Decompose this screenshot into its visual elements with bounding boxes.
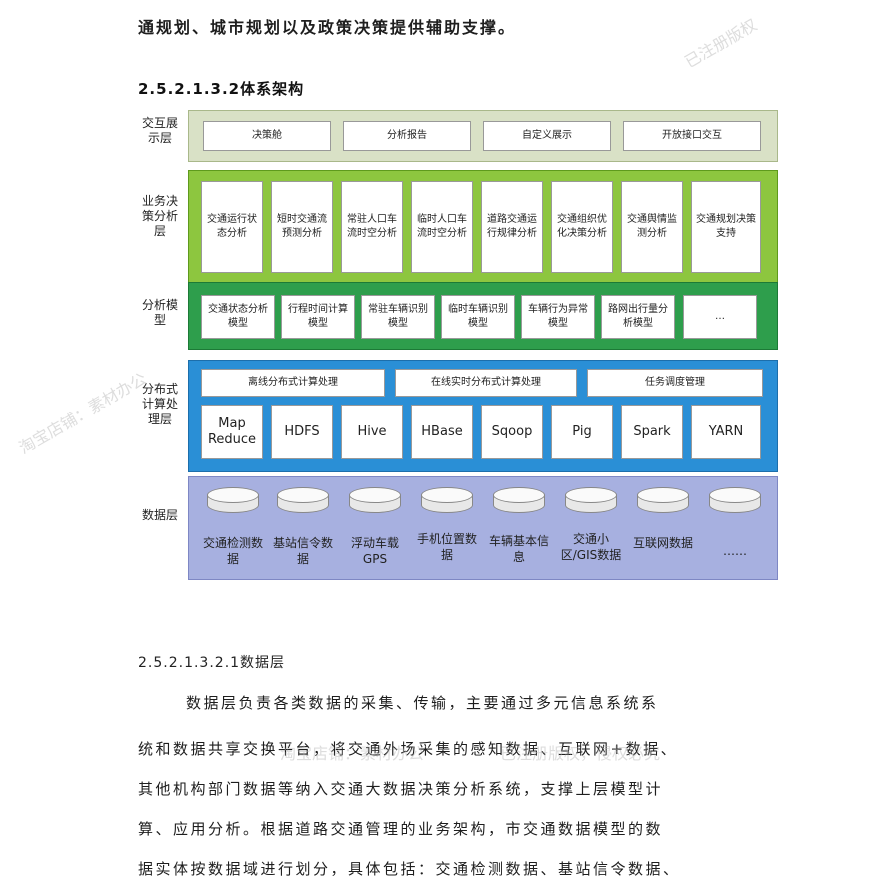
architecture-diagram: 交互展示层 决策舱 分析报告 自定义展示 开放接口交互 业务决策分析层 交通运行… bbox=[138, 110, 778, 580]
display-layer-band: 决策舱 分析报告 自定义展示 开放接口交互 bbox=[188, 110, 778, 162]
watermark: 淘宝店铺：素材办公 bbox=[14, 366, 151, 459]
paragraph-line: 算、应用分析。根据道路交通管理的业务架构，市交通数据模型的数 bbox=[138, 818, 663, 839]
model-item: 常驻车辆识别模型 bbox=[361, 295, 435, 339]
model-item: … bbox=[683, 295, 757, 339]
display-item: 自定义展示 bbox=[483, 121, 611, 151]
business-item: 短时交通流预测分析 bbox=[271, 181, 333, 273]
compute-tool: Spark bbox=[621, 405, 683, 459]
watermark: 已注册版权，侵权必究 bbox=[500, 740, 660, 764]
paragraph-line: 数据层负责各类数据的采集、传输，主要通过多元信息系统系 bbox=[186, 692, 659, 713]
display-item: 分析报告 bbox=[343, 121, 471, 151]
compute-top-item: 任务调度管理 bbox=[587, 369, 763, 397]
display-item: 决策舱 bbox=[203, 121, 331, 151]
layer-label-business: 业务决策分析层 bbox=[138, 194, 182, 239]
database-icon bbox=[709, 487, 761, 519]
business-item: 常驻人口车流时空分析 bbox=[341, 181, 403, 273]
business-item: 临时人口车流时空分析 bbox=[411, 181, 473, 273]
layer-label-model: 分析模型 bbox=[138, 298, 182, 328]
intro-line: 通规划、城市规划以及政策决策提供辅助支撑。 bbox=[138, 14, 516, 38]
model-item: 交通状态分析模型 bbox=[201, 295, 275, 339]
watermark: 淘宝店铺：素材办公 bbox=[280, 740, 424, 764]
subsection-heading: 2.5.2.1.3.2.1数据层 bbox=[138, 652, 285, 672]
business-item: 交通运行状态分析 bbox=[201, 181, 263, 273]
model-item: 行程时间计算模型 bbox=[281, 295, 355, 339]
data-source-label: 基站信令数据 bbox=[271, 535, 335, 567]
business-item: 交通组织优化决策分析 bbox=[551, 181, 613, 273]
data-layer-band: 交通检测数据 基站信令数据 浮动车载GPS 手机位置数据 车辆基本信息 交通小区… bbox=[188, 476, 778, 580]
compute-top-item: 离线分布式计算处理 bbox=[201, 369, 385, 397]
watermark: 已注册版权 bbox=[679, 12, 760, 73]
database-icon bbox=[207, 487, 259, 519]
data-source-label: 浮动车载GPS bbox=[343, 535, 407, 567]
compute-tool: Hive bbox=[341, 405, 403, 459]
data-source-label: 交通小区/GIS数据 bbox=[559, 531, 623, 563]
model-layer-band: 交通状态分析模型 行程时间计算模型 常驻车辆识别模型 临时车辆识别模型 车辆行为… bbox=[188, 282, 778, 350]
database-icon bbox=[637, 487, 689, 519]
data-source-label: 互联网数据 bbox=[631, 535, 695, 551]
business-item: 交通舆情监测分析 bbox=[621, 181, 683, 273]
paragraph-line: 据实体按数据域进行划分，具体包括：交通检测数据、基站信令数据、 bbox=[138, 858, 681, 879]
model-item: 路网出行量分析模型 bbox=[601, 295, 675, 339]
model-item: 车辆行为异常模型 bbox=[521, 295, 595, 339]
compute-layer-band: 离线分布式计算处理 在线实时分布式计算处理 任务调度管理 Map Reduce … bbox=[188, 360, 778, 472]
layer-label-display: 交互展示层 bbox=[138, 116, 182, 146]
database-icon bbox=[349, 487, 401, 519]
compute-tool: HBase bbox=[411, 405, 473, 459]
data-source-label: 车辆基本信息 bbox=[487, 533, 551, 565]
database-icon bbox=[565, 487, 617, 519]
business-item: 交通规划决策支持 bbox=[691, 181, 761, 273]
business-item: 道路交通运行规律分析 bbox=[481, 181, 543, 273]
layer-label-data: 数据层 bbox=[138, 508, 182, 523]
database-icon bbox=[277, 487, 329, 519]
compute-top-item: 在线实时分布式计算处理 bbox=[395, 369, 577, 397]
data-source-label: 手机位置数据 bbox=[415, 531, 479, 563]
model-item: 临时车辆识别模型 bbox=[441, 295, 515, 339]
database-icon bbox=[493, 487, 545, 519]
database-icon bbox=[421, 487, 473, 519]
data-source-label: 交通检测数据 bbox=[201, 535, 265, 567]
compute-tool: Sqoop bbox=[481, 405, 543, 459]
display-item: 开放接口交互 bbox=[623, 121, 761, 151]
business-layer-band: 交通运行状态分析 短时交通流预测分析 常驻人口车流时空分析 临时人口车流时空分析… bbox=[188, 170, 778, 284]
paragraph-line: 其他机构部门数据等纳入交通大数据决策分析系统，支撑上层模型计 bbox=[138, 778, 663, 799]
section-heading: 2.5.2.1.3.2体系架构 bbox=[138, 78, 304, 99]
data-source-label: …… bbox=[703, 543, 767, 559]
compute-tool: Pig bbox=[551, 405, 613, 459]
compute-tool: YARN bbox=[691, 405, 761, 459]
compute-tool: HDFS bbox=[271, 405, 333, 459]
compute-tool: Map Reduce bbox=[201, 405, 263, 459]
